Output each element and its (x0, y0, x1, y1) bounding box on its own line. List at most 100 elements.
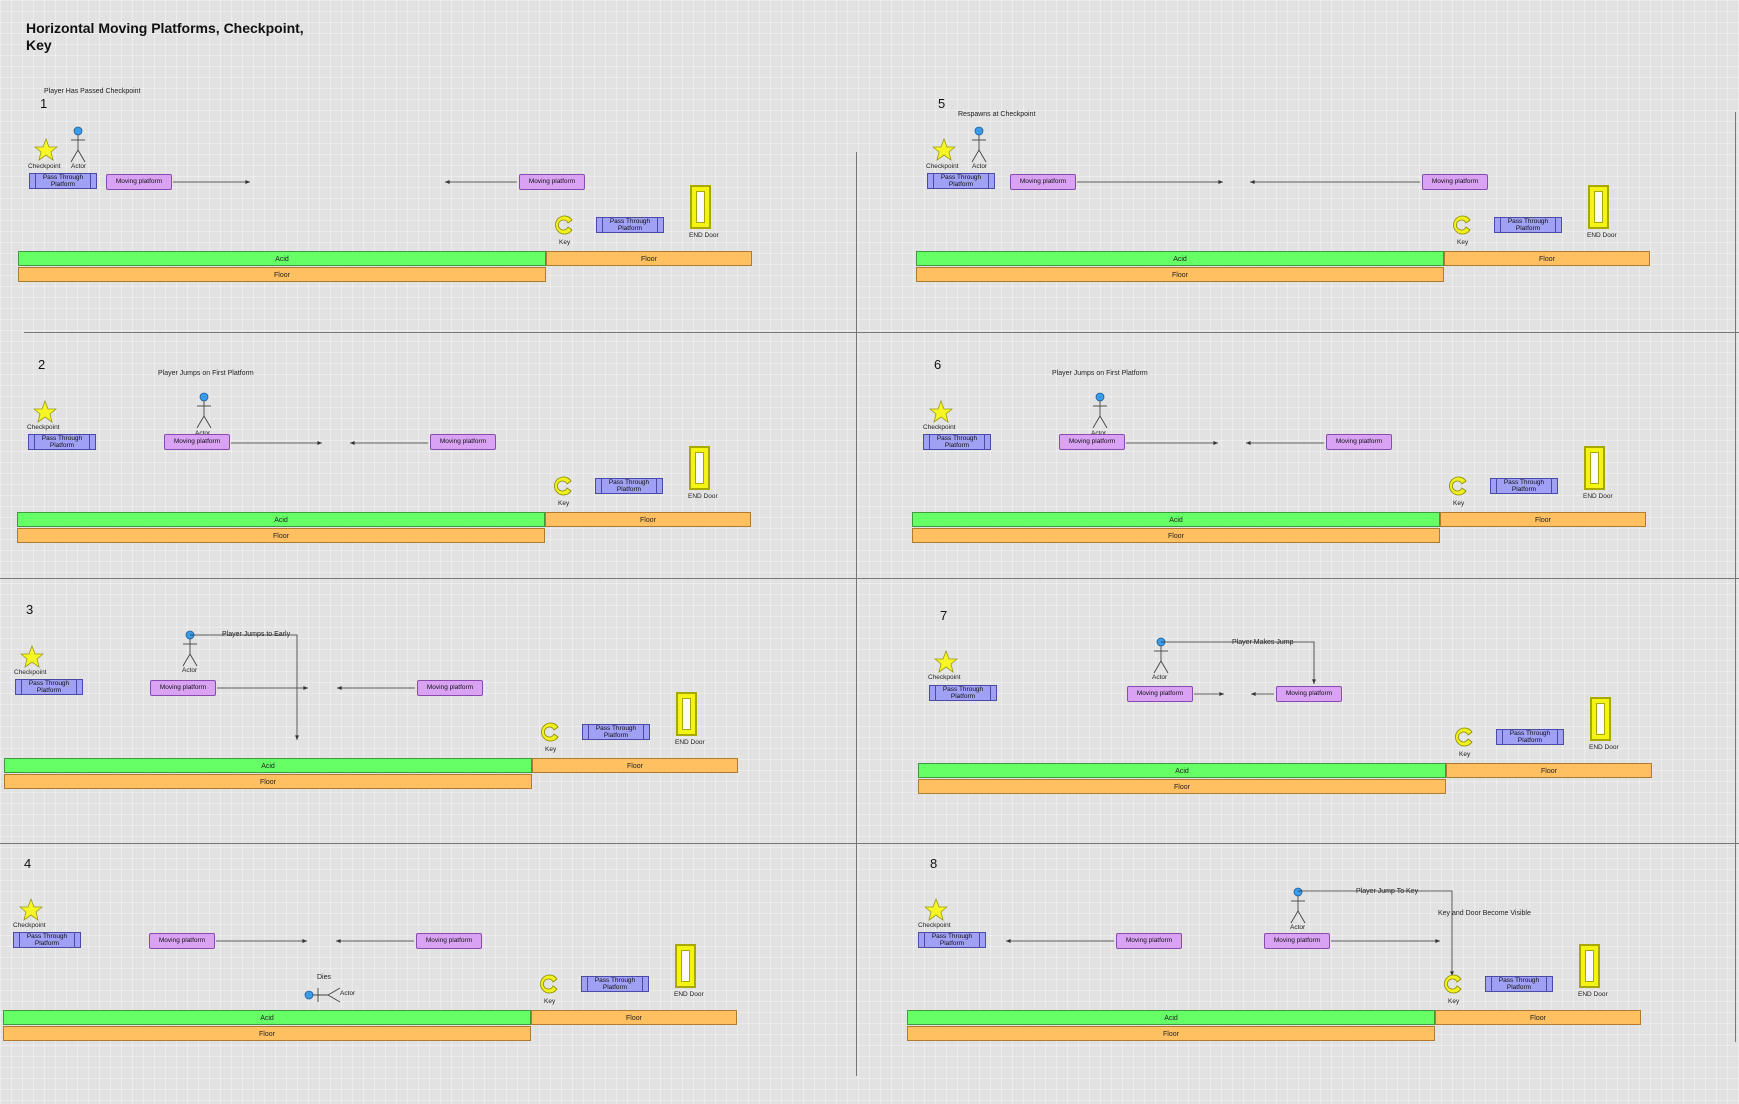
key-label: Key (545, 746, 557, 753)
pass-through-platform: Pass Through Platform (595, 478, 663, 494)
checkpoint-label: Checkpoint (923, 424, 956, 431)
key-icon (541, 722, 559, 742)
acid-pool: Acid (17, 512, 545, 527)
checkpoint-label: Checkpoint (14, 669, 47, 676)
pass-through-platform: Pass Through Platform (1485, 976, 1553, 992)
pass-through-platform: Pass Through Platform (918, 932, 986, 948)
right-edge-line (1735, 112, 1736, 1042)
actor-label: Actor (195, 430, 210, 437)
horizontal-divider-1 (24, 332, 1739, 333)
jump-early-path-arrow (190, 634, 299, 740)
acid-pool: Acid (907, 1010, 1435, 1025)
floor-ledge: Floor (545, 512, 751, 527)
movement-arrow (1006, 939, 1114, 943)
end-door (689, 446, 710, 490)
checkpoint-label: Checkpoint (27, 424, 60, 431)
pass-through-platform: Pass Through Platform (28, 434, 96, 450)
jump-to-key-path-arrow (1298, 890, 1454, 976)
floor-ledge: Floor (1440, 512, 1646, 527)
actor-label: Actor (972, 163, 988, 170)
jump-success-path-arrow (1161, 641, 1316, 684)
checkpoint-star-icon (20, 645, 44, 668)
panel-number: 3 (26, 602, 34, 617)
movement-arrow (1077, 180, 1223, 184)
pass-through-platform: Pass Through Platform (929, 685, 997, 701)
checkpoint-label: Checkpoint (28, 163, 61, 170)
panel-number: 4 (24, 856, 32, 871)
end-door-label: END Door (674, 991, 704, 998)
checkpoint-label: Checkpoint (926, 163, 959, 170)
panel-caption: Player Jumps on First Platform (1052, 370, 1148, 377)
moving-platform: Moving platform (164, 434, 230, 450)
acid-pool: Acid (918, 763, 1446, 778)
checkpoint-star-icon (34, 138, 58, 161)
actor-label: Actor (1152, 674, 1168, 681)
movement-arrow (231, 441, 322, 445)
key-label: Key (544, 998, 556, 1005)
key-icon (555, 215, 573, 235)
actor-label: Actor (1091, 430, 1106, 437)
vertical-divider (856, 152, 857, 1076)
key-icon (1453, 215, 1471, 235)
movement-arrow (1246, 441, 1324, 445)
key-icon (540, 974, 558, 994)
panel-caption: Player Jump To Key (1356, 888, 1419, 895)
moving-platform: Moving platform (1059, 434, 1125, 450)
movement-arrow (1126, 441, 1218, 445)
actor-stick-figure-icon (70, 126, 86, 163)
horizontal-divider-2 (0, 578, 1739, 579)
end-door (690, 185, 711, 229)
checkpoint-star-icon (929, 400, 953, 423)
end-door (1584, 446, 1605, 490)
key-label: Key (1448, 998, 1460, 1005)
moving-platform: Moving platform (416, 933, 482, 949)
movement-arrow (350, 441, 428, 445)
pass-through-platform: Pass Through Platform (582, 724, 650, 740)
acid-pool: Acid (18, 251, 546, 266)
checkpoint-label: Checkpoint (928, 674, 961, 681)
moving-platform: Moving platform (1264, 933, 1330, 949)
panel-number: 5 (938, 96, 946, 111)
floor-ledge: Floor (532, 758, 738, 773)
pass-through-platform: Pass Through Platform (927, 173, 995, 189)
checkpoint-label: Checkpoint (918, 922, 951, 929)
key-label: Key (1457, 239, 1469, 246)
pass-through-platform: Pass Through Platform (1496, 729, 1564, 745)
floor-base: Floor (912, 528, 1440, 543)
floor-base: Floor (3, 1026, 531, 1041)
movement-arrow (337, 686, 415, 690)
end-door-label: END Door (1583, 493, 1613, 500)
moving-platform: Moving platform (1422, 174, 1488, 190)
floor-ledge: Floor (546, 251, 752, 266)
panel-number: 1 (40, 96, 48, 111)
pass-through-platform: Pass Through Platform (13, 932, 81, 948)
movement-arrow (1250, 180, 1420, 184)
pass-through-platform: Pass Through Platform (596, 217, 664, 233)
end-door-label: END Door (675, 739, 705, 746)
floor-base: Floor (918, 779, 1446, 794)
panel-number: 7 (940, 608, 948, 623)
panel-caption: Player Makes Jump (1232, 639, 1294, 646)
moving-platform: Moving platform (1326, 434, 1392, 450)
moving-platform: Moving platform (430, 434, 496, 450)
key-icon (554, 476, 572, 496)
movement-arrow (1194, 692, 1224, 696)
floor-base: Floor (916, 267, 1444, 282)
checkpoint-star-icon (934, 650, 958, 673)
moving-platform: Moving platform (1010, 174, 1076, 190)
panel-number: 8 (930, 856, 938, 871)
floor-ledge: Floor (1446, 763, 1652, 778)
actor-stick-figure-icon (971, 126, 987, 163)
floor-base: Floor (4, 774, 532, 789)
floor-base: Floor (18, 267, 546, 282)
key-icon (1449, 476, 1467, 496)
key-label: Key (1459, 751, 1471, 758)
acid-pool: Acid (3, 1010, 531, 1025)
actor-label: Actor (71, 163, 87, 170)
key-label: Key (558, 500, 570, 507)
floor-base: Floor (17, 528, 545, 543)
key-door-visible-note: Key and Door Become Visible (1438, 910, 1531, 917)
pass-through-platform: Pass Through Platform (581, 976, 649, 992)
actor-stick-figure-icon (304, 987, 341, 1003)
end-door-label: END Door (689, 232, 719, 239)
